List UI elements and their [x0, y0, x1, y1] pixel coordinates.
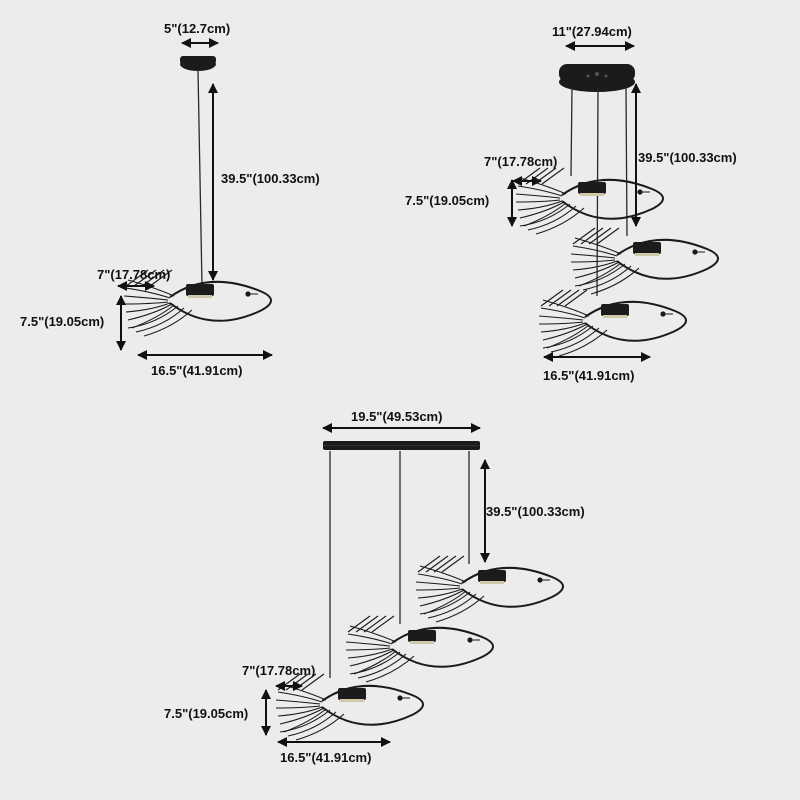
linear-height-label: 7.5"(19.05cm) — [164, 706, 249, 721]
single-height-label: 7.5"(19.05cm) — [20, 314, 105, 329]
linear-cord-length-label: 39.5"(100.33cm) — [486, 504, 585, 519]
single-canopy-width-label: 5"(12.7cm) — [164, 21, 231, 36]
round-three-pendant — [507, 41, 719, 362]
round-shade-depth-label: 7"(17.78cm) — [484, 154, 558, 169]
linear-three-pendant — [261, 423, 564, 747]
single-shade-depth-label: 7"(17.78cm) — [97, 267, 171, 282]
linear-shade-depth-label: 7"(17.78cm) — [242, 663, 316, 678]
linear-canopy-width-label: 19.5"(49.53cm) — [351, 409, 443, 424]
single-cord-length-label: 39.5"(100.33cm) — [221, 171, 320, 186]
round-canopy-width-label: 11"(27.94cm) — [552, 24, 632, 39]
single-length-label: 16.5"(41.91cm) — [151, 363, 243, 378]
single-pendant — [116, 38, 273, 360]
round-height-label: 7.5"(19.05cm) — [405, 193, 490, 208]
linear-length-label: 16.5"(41.91cm) — [280, 750, 372, 765]
round-cord-length-label: 39.5"(100.33cm) — [638, 150, 737, 165]
round-length-label: 16.5"(41.91cm) — [543, 368, 635, 383]
